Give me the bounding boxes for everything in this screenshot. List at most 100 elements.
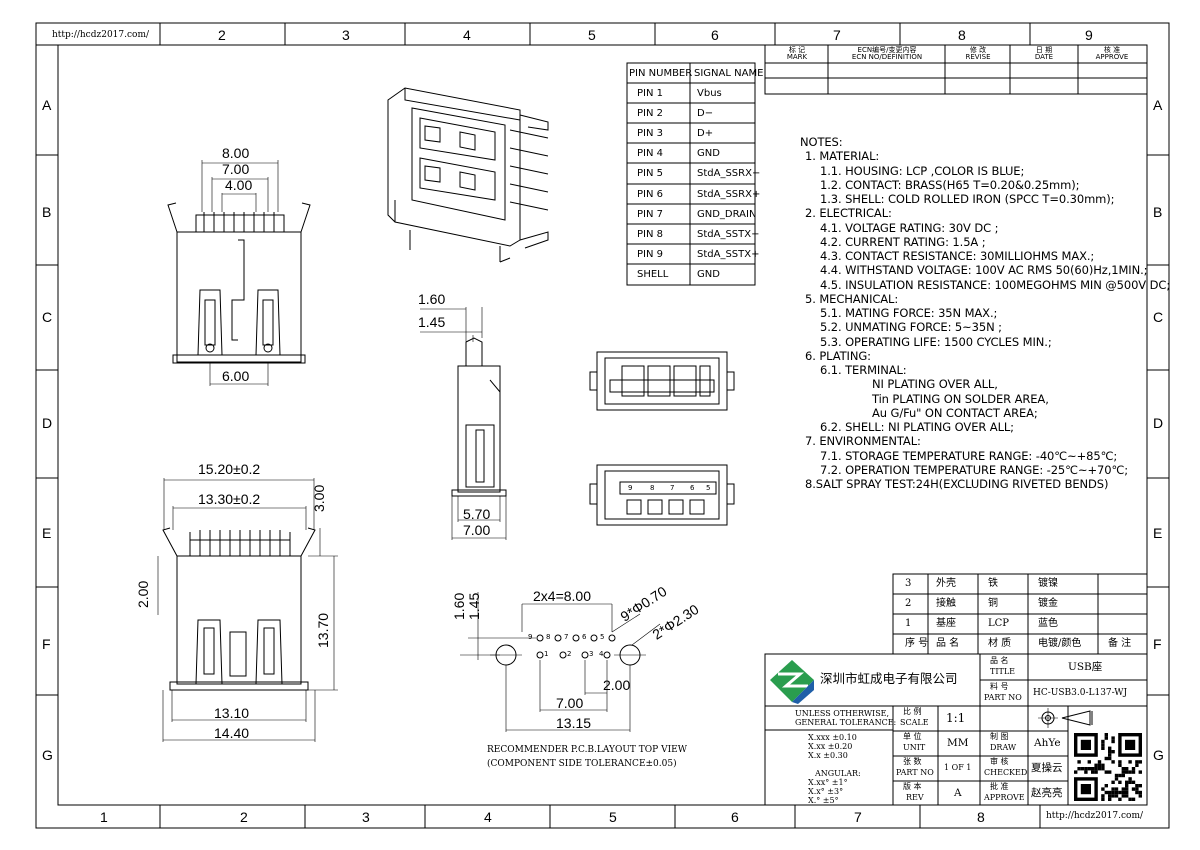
note-line: 5.3. OPERATING LIFE: 1500 CYCLES MIN.; xyxy=(820,334,1052,349)
zone-right-B: B xyxy=(1153,204,1163,220)
dim-bottom-15.20: 15.20±0.2 xyxy=(198,461,261,477)
title-label-en: TITLE xyxy=(990,667,1015,676)
zone-top-7: 7 xyxy=(833,27,841,43)
pcb-pin-1: 1 xyxy=(544,650,549,658)
check-label-en: CHECKED xyxy=(984,768,1028,777)
dim-bottom-13.10: 13.10 xyxy=(214,705,250,721)
zone-left-C: C xyxy=(42,309,53,325)
inner-frame xyxy=(57,44,1148,806)
tol-line-1: X.xxx ±0.10 xyxy=(808,733,857,742)
pcb-pin-2: 2 xyxy=(567,650,572,658)
bottom-url[interactable]: http://hcdz2017.com/ xyxy=(1046,811,1144,821)
zone-bottom-1: 1 xyxy=(100,809,108,825)
scale-value: 1:1 xyxy=(946,711,966,725)
bom-cell: 序 号 xyxy=(905,638,929,649)
title-label-cn: 品 名 xyxy=(990,656,1009,665)
zone-right-C: C xyxy=(1153,309,1164,325)
bom-cell: 外壳 xyxy=(936,578,956,589)
rev-label-en: REV xyxy=(906,793,924,802)
pcb-pin-3: 3 xyxy=(589,650,594,658)
note-line: 5. MECHANICAL: xyxy=(805,291,899,306)
pin-signal: GND xyxy=(697,268,720,280)
tol-line-2: X.xx ±0.20 xyxy=(808,742,853,751)
zone-left-F: F xyxy=(42,636,51,652)
bom-cell: 电镀/颜色 xyxy=(1038,638,1082,649)
note-line: 6. PLATING: xyxy=(805,348,871,363)
pcb-caption-2: (COMPONENT SIDE TOLERANCE±0.05) xyxy=(487,759,677,769)
check-label-cn: 审 核 xyxy=(990,757,1009,766)
part-label-cn: 料 号 xyxy=(990,682,1009,691)
zone-bottom-4: 4 xyxy=(484,809,492,825)
pin-table-header-number: PIN NUMBER xyxy=(629,68,693,79)
zone-top-6: 6 xyxy=(711,27,719,43)
zone-right-F: F xyxy=(1153,636,1162,652)
pcb-pin-6: 6 xyxy=(582,633,587,641)
zone-top-8: 8 xyxy=(958,27,966,43)
dim-top-6.00: 6.00 xyxy=(222,368,250,384)
front-pin-9: 9 xyxy=(628,484,633,492)
bom-cell: 铜 xyxy=(988,598,998,609)
top-url[interactable]: http://hcdz2017.com/ xyxy=(52,30,150,40)
bom-cell: 1 xyxy=(905,618,912,629)
note-line: Tin PLATING ON SOLDER AREA, xyxy=(872,391,1049,406)
scale-label-en: SCALE xyxy=(900,718,929,727)
pcb-caption-1: RECOMMENDER P.C.B.LAYOUT TOP VIEW xyxy=(487,745,687,755)
pin-number: PIN 1 xyxy=(637,88,664,99)
zone-top-4: 4 xyxy=(463,27,471,43)
note-line: 2. ELECTRICAL: xyxy=(805,206,892,221)
bom-cell: 接触 xyxy=(936,598,956,609)
zone-top-5: 5 xyxy=(588,27,596,43)
pin-signal: GND_DRAIN xyxy=(697,208,757,220)
note-line: 7.1. STORAGE TEMPERATURE RANGE: -40℃~+85… xyxy=(820,448,1118,463)
tol-heading-1: UNLESS OTHERWISE, xyxy=(795,709,890,718)
tol-line-3: X.x ±0.30 xyxy=(808,751,848,760)
dim-bottom-13.30: 13.30±0.2 xyxy=(198,491,261,507)
company-logo xyxy=(770,660,814,704)
dim-bottom-2.00: 2.00 xyxy=(135,580,151,608)
zone-bottom-6: 6 xyxy=(731,809,739,825)
dim-pcb-13.15: 13.15 xyxy=(556,715,592,731)
dim-side-1.60: 1.60 xyxy=(418,291,446,307)
zone-right-E: E xyxy=(1153,525,1163,541)
pin-signal: D− xyxy=(697,108,714,120)
note-line: Au G/Fu" ON CONTACT AREA; xyxy=(872,405,1038,420)
note-line: 4.1. VOLTAGE RATING: 30V DC ; xyxy=(820,220,999,235)
zone-left-E: E xyxy=(42,525,52,541)
note-line: 4.2. CURRENT RATING: 1.5A ; xyxy=(820,234,986,249)
pin-signal: Vbus xyxy=(697,88,722,99)
draw-label-cn: 制 图 xyxy=(990,732,1009,741)
bom-cell: 镀金 xyxy=(1038,598,1058,609)
draw-value: AhYe xyxy=(1034,737,1061,749)
bottom-view-drawing xyxy=(157,478,338,742)
zone-bottom-8: 8 xyxy=(977,809,985,825)
note-line: 7. ENVIRONMENTAL: xyxy=(805,434,921,449)
front-pin-5: 5 xyxy=(706,484,711,492)
isometric-drawing xyxy=(387,87,549,263)
zone-left-D: D xyxy=(42,415,53,431)
sheet-label-cn: 张 数 xyxy=(903,757,922,766)
title-value: USB座 xyxy=(1068,661,1103,673)
dim-pcb-2.00: 2.00 xyxy=(603,677,631,693)
pin-signal: GND xyxy=(697,148,720,160)
note-line: 7.2. OPERATION TEMPERATURE RANGE: -25℃~+… xyxy=(820,462,1129,477)
pin-number: PIN 9 xyxy=(637,248,664,260)
bom-cell: 基座 xyxy=(936,618,956,629)
rev-label-cn: 版 本 xyxy=(903,782,922,791)
dim-top-4.00: 4.00 xyxy=(225,177,253,193)
note-line: 6.2. SHELL: NI PLATING OVER ALL; xyxy=(820,420,1014,434)
zone-top-2: 2 xyxy=(218,27,226,43)
zone-bottom-2: 2 xyxy=(240,809,248,825)
dim-side-7.00: 7.00 xyxy=(463,522,491,538)
company-name: 深圳市虹成电子有限公司 xyxy=(820,671,958,686)
check-value: 夏操云 xyxy=(1031,762,1063,774)
zone-top-9: 9 xyxy=(1085,27,1093,43)
pcb-pin-8: 8 xyxy=(546,633,551,641)
bom-cell: 2 xyxy=(905,598,912,609)
pin-number: PIN 2 xyxy=(637,108,664,120)
dim-bottom-13.70: 13.70 xyxy=(315,612,331,648)
